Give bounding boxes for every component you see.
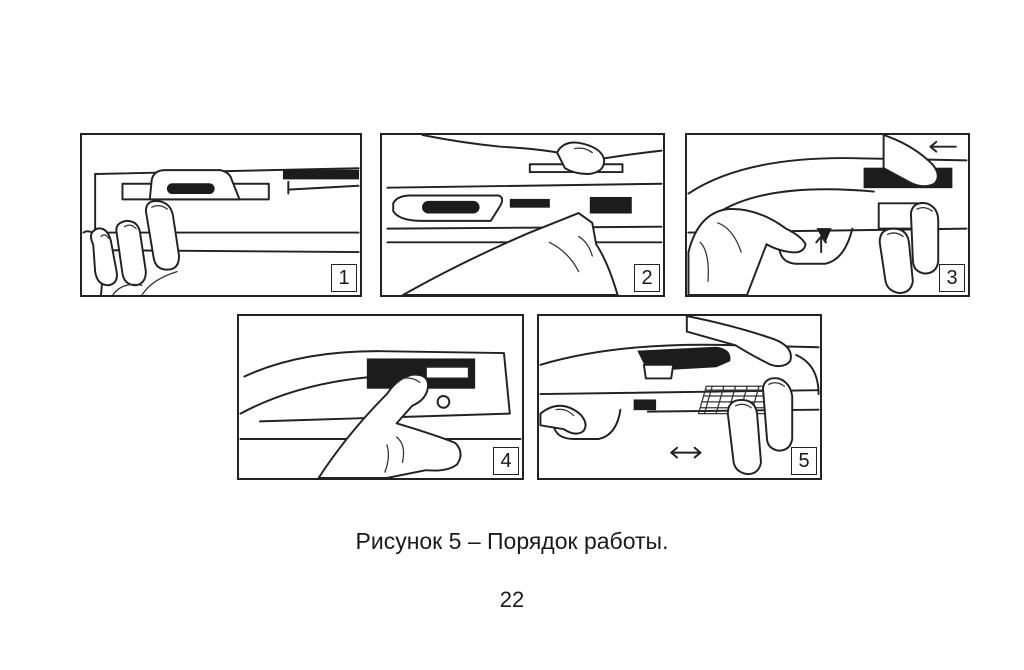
figure-5: 5 <box>537 314 822 480</box>
figure-number: 5 <box>791 447 817 475</box>
figure-number: 4 <box>493 447 519 475</box>
hand-illustration <box>878 135 940 295</box>
hand-illustration <box>539 316 820 476</box>
figure-4: 4 <box>237 314 524 480</box>
double-arrow-icon <box>670 446 702 459</box>
figure-number: 1 <box>331 264 357 292</box>
receiver-illustration <box>539 316 820 476</box>
arrow-up-icon <box>815 235 828 254</box>
arrow-left-icon <box>929 140 957 153</box>
receiver-illustration <box>82 167 360 295</box>
figure-number: 2 <box>634 264 660 292</box>
figure-caption: Рисунок 5 – Порядок работы. <box>355 528 669 554</box>
figure-number: 3 <box>939 264 965 292</box>
hand-illustration <box>421 135 663 175</box>
figure-1: 1 <box>80 133 362 297</box>
crosshatch-area <box>697 385 776 415</box>
hand-illustration <box>402 212 619 295</box>
receiver-illustration <box>687 135 968 295</box>
page-number: 22 <box>499 587 525 612</box>
receiver-illustration <box>386 135 663 295</box>
receiver-illustration <box>239 350 522 478</box>
figure-2: 2 <box>380 133 665 297</box>
hand-illustration <box>687 208 807 295</box>
hand-illustration <box>317 373 462 478</box>
hand-illustration <box>82 200 181 295</box>
figure-3: 3 <box>685 133 970 297</box>
